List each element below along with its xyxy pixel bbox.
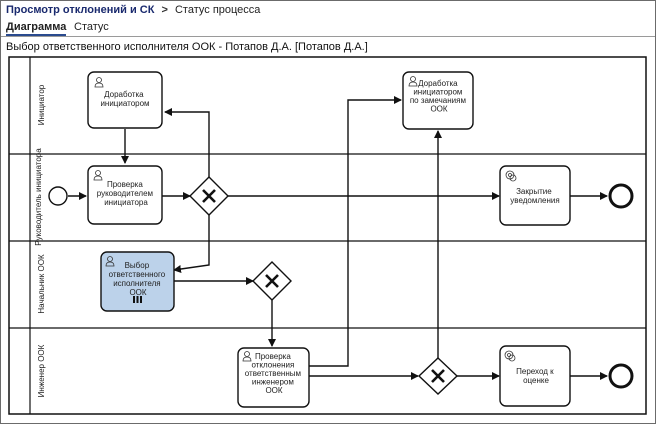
task-check-by-head[interactable]: Проверка руководителем инициатора — [87, 165, 163, 225]
lane-label-ook-chief: Начальник ООК — [37, 254, 46, 314]
flow-gateway-to-choose — [173, 214, 210, 273]
user-task-icon — [408, 76, 418, 87]
breadcrumb-current: Статус процесса — [174, 4, 261, 16]
task-to-evaluation[interactable]: Переход к оценке — [499, 345, 571, 407]
breadcrumb-root-link[interactable]: Просмотр отклонений и СК — [6, 4, 155, 16]
task-label: Доработка инициатором по замечаниям ООК — [410, 79, 468, 114]
task-label: Переход к оценке — [516, 367, 556, 385]
end-event[interactable] — [608, 183, 634, 209]
lane-ook-engineer: Инженер ООК — [37, 344, 46, 397]
tab-diagram[interactable]: Диаграмма — [6, 21, 67, 36]
task-box-active[interactable] — [100, 251, 175, 312]
task-box[interactable] — [87, 71, 163, 129]
tab-status[interactable]: Статус — [74, 21, 109, 33]
task-label: Проверка руководителем инициатора — [97, 180, 156, 207]
breadcrumb-separator: > — [161, 4, 168, 16]
exclusive-gateway[interactable] — [189, 176, 229, 216]
exclusive-gateway[interactable] — [252, 261, 292, 301]
task-box[interactable] — [237, 347, 310, 408]
task-box[interactable] — [499, 165, 571, 226]
task-choose-executor[interactable]: Выбор ответственного исполнителя ООК — [100, 251, 175, 312]
process-subtitle: Выбор ответственного исполнителя ООК - П… — [6, 41, 368, 53]
task-box[interactable] — [87, 165, 163, 225]
task-close-notice[interactable]: Закрытие уведомления — [499, 165, 571, 226]
multi-instance-icon — [133, 296, 142, 303]
task-label: Выбор ответственного исполнителя ООК — [109, 261, 168, 297]
lane-ook-chief: Начальник ООК — [37, 254, 46, 314]
task-check-deviation[interactable]: Проверка отклонения ответственным инжене… — [237, 347, 310, 408]
gateway-x-icon — [265, 274, 279, 288]
flow-check-to-rework-remarks — [309, 96, 402, 367]
task-label: Проверка отклонения ответственным инжене… — [245, 352, 303, 395]
service-task-icon — [504, 350, 516, 362]
end-event[interactable] — [608, 363, 634, 389]
task-label: Доработка инициатором — [100, 90, 149, 108]
task-box[interactable] — [402, 71, 474, 130]
lane-head-of-initiator: Руководитель инициатора — [34, 148, 43, 246]
lane-label-initiator: Инициатор — [37, 84, 46, 125]
task-box[interactable] — [499, 345, 571, 407]
sequence-flows — [68, 96, 608, 380]
service-task-icon — [505, 170, 517, 182]
lane-label-ook-engineer: Инженер ООК — [37, 344, 46, 397]
gateway-x-icon — [202, 189, 216, 203]
task-rework-by-remarks[interactable]: Доработка инициатором по замечаниям ООК — [402, 71, 474, 130]
lane-initiator: Инициатор — [37, 84, 46, 125]
user-task-icon — [94, 77, 104, 88]
user-task-icon — [93, 170, 103, 181]
breadcrumb: Просмотр отклонений и СК > Статус процес… — [6, 4, 260, 16]
task-label: Закрытие уведомления — [510, 187, 559, 205]
user-task-icon — [242, 351, 252, 362]
gateway-x-icon — [431, 369, 445, 383]
exclusive-gateway[interactable] — [417, 357, 459, 395]
flow-gateway-to-rework — [164, 108, 210, 178]
tab-bar: Диаграмма Статус — [1, 19, 655, 37]
task-rework-initiator[interactable]: Доработка инициатором — [87, 71, 163, 129]
start-event[interactable] — [48, 186, 68, 206]
user-task-icon — [105, 256, 115, 267]
lane-label-head: Руководитель инициатора — [34, 148, 43, 246]
